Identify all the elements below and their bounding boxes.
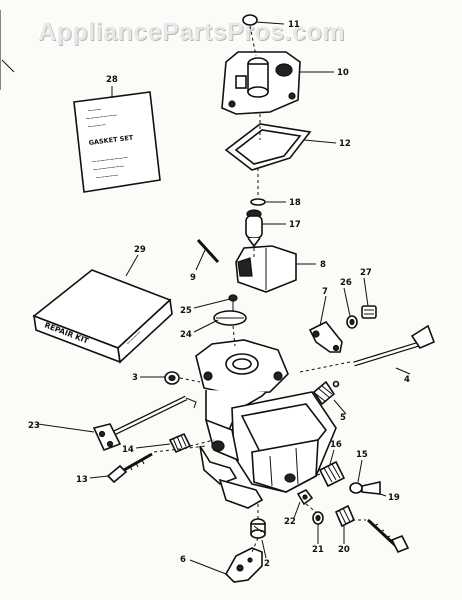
part-2-drain-plug[interactable] (250, 518, 266, 539)
callout-23: 23 (28, 421, 40, 431)
part-15-main-jet[interactable] (349, 481, 381, 495)
part-26-washer[interactable] (346, 315, 358, 329)
callout-27: 27 (360, 268, 372, 278)
callout-25: 25 (180, 306, 192, 316)
callout-21: 21 (312, 545, 324, 555)
part-5-spring[interactable] (312, 380, 340, 406)
callout-8: 8 (320, 260, 326, 270)
callout-22: 22 (284, 517, 296, 527)
callout-4: 4 (404, 375, 410, 385)
part-28-gasket-set-card[interactable]: ——— ——————— ———— GASKET SET ———————— ———… (73, 91, 161, 193)
part-25-screw[interactable] (228, 294, 238, 312)
callout-2: 2 (264, 559, 270, 569)
part-7-lever[interactable] (308, 320, 343, 353)
watermark: AppliancePartsPros.com (38, 18, 345, 46)
callout-7: 7 (322, 287, 328, 297)
part-20-spring[interactable] (334, 504, 356, 528)
part-24-throttle-plate[interactable] (213, 310, 247, 326)
part-21-washer[interactable] (312, 511, 324, 525)
part-13-idle-screw[interactable] (106, 452, 153, 484)
callout-28: 28 (106, 75, 118, 85)
callout-20: 20 (338, 545, 350, 555)
callout-16: 16 (330, 440, 342, 450)
gasket-card-line-5: ——————— (93, 164, 125, 173)
part-16-spring[interactable] (318, 460, 346, 488)
part-29-repair-kit[interactable]: REPAIR KIT ———— (32, 269, 173, 364)
callout-26: 26 (340, 278, 352, 288)
part-12-gasket[interactable] (224, 123, 312, 171)
callout-labels: 11 10 28 12 18 17 29 9 8 7 26 27 25 24 3… (28, 20, 410, 569)
callout-13: 13 (76, 475, 88, 485)
callout-12: 12 (339, 139, 351, 149)
callout-6: 6 (180, 555, 186, 565)
gasket-card-line-6: ————— (96, 173, 119, 181)
scan-border (0, 10, 15, 90)
callout-10: 10 (337, 68, 349, 78)
callout-18: 18 (289, 198, 301, 208)
part-19-needle-screw[interactable] (366, 518, 410, 554)
gasket-card-line-1: ——— (88, 107, 103, 114)
callout-14: 14 (122, 445, 134, 455)
callout-17: 17 (289, 220, 301, 230)
part-18-washer[interactable] (250, 198, 266, 206)
gasket-card-line-4: ———————— (92, 156, 129, 165)
gasket-card-line-3: ———— (88, 123, 107, 130)
part-9-pin[interactable] (196, 238, 220, 264)
part-17-needle-valve[interactable] (245, 209, 263, 248)
part-11-clip[interactable] (242, 14, 258, 26)
callout-3: 3 (132, 373, 138, 383)
callout-9: 9 (190, 273, 196, 283)
leader-lines (37, 21, 411, 575)
part-10-cover[interactable] (221, 51, 301, 115)
part-22-nut[interactable] (296, 488, 314, 506)
callout-19: 19 (388, 493, 400, 503)
assembly-lines (153, 25, 366, 553)
part-6-bowl-plate[interactable] (225, 547, 263, 583)
part-3-fitting[interactable] (164, 371, 180, 385)
part-4-throttle-shaft[interactable] (353, 324, 436, 367)
callout-5: 5 (340, 413, 346, 423)
gasket-card-line-2: ——————— (86, 113, 118, 122)
callout-24: 24 (180, 330, 192, 340)
part-8-float[interactable] (235, 245, 297, 293)
callout-29: 29 (134, 245, 146, 255)
callout-15: 15 (356, 450, 368, 460)
carburetor-body[interactable] (195, 339, 337, 509)
part-27-screw[interactable] (361, 305, 377, 319)
callout-11: 11 (288, 20, 300, 30)
part-23-choke-shaft[interactable] (92, 395, 197, 452)
